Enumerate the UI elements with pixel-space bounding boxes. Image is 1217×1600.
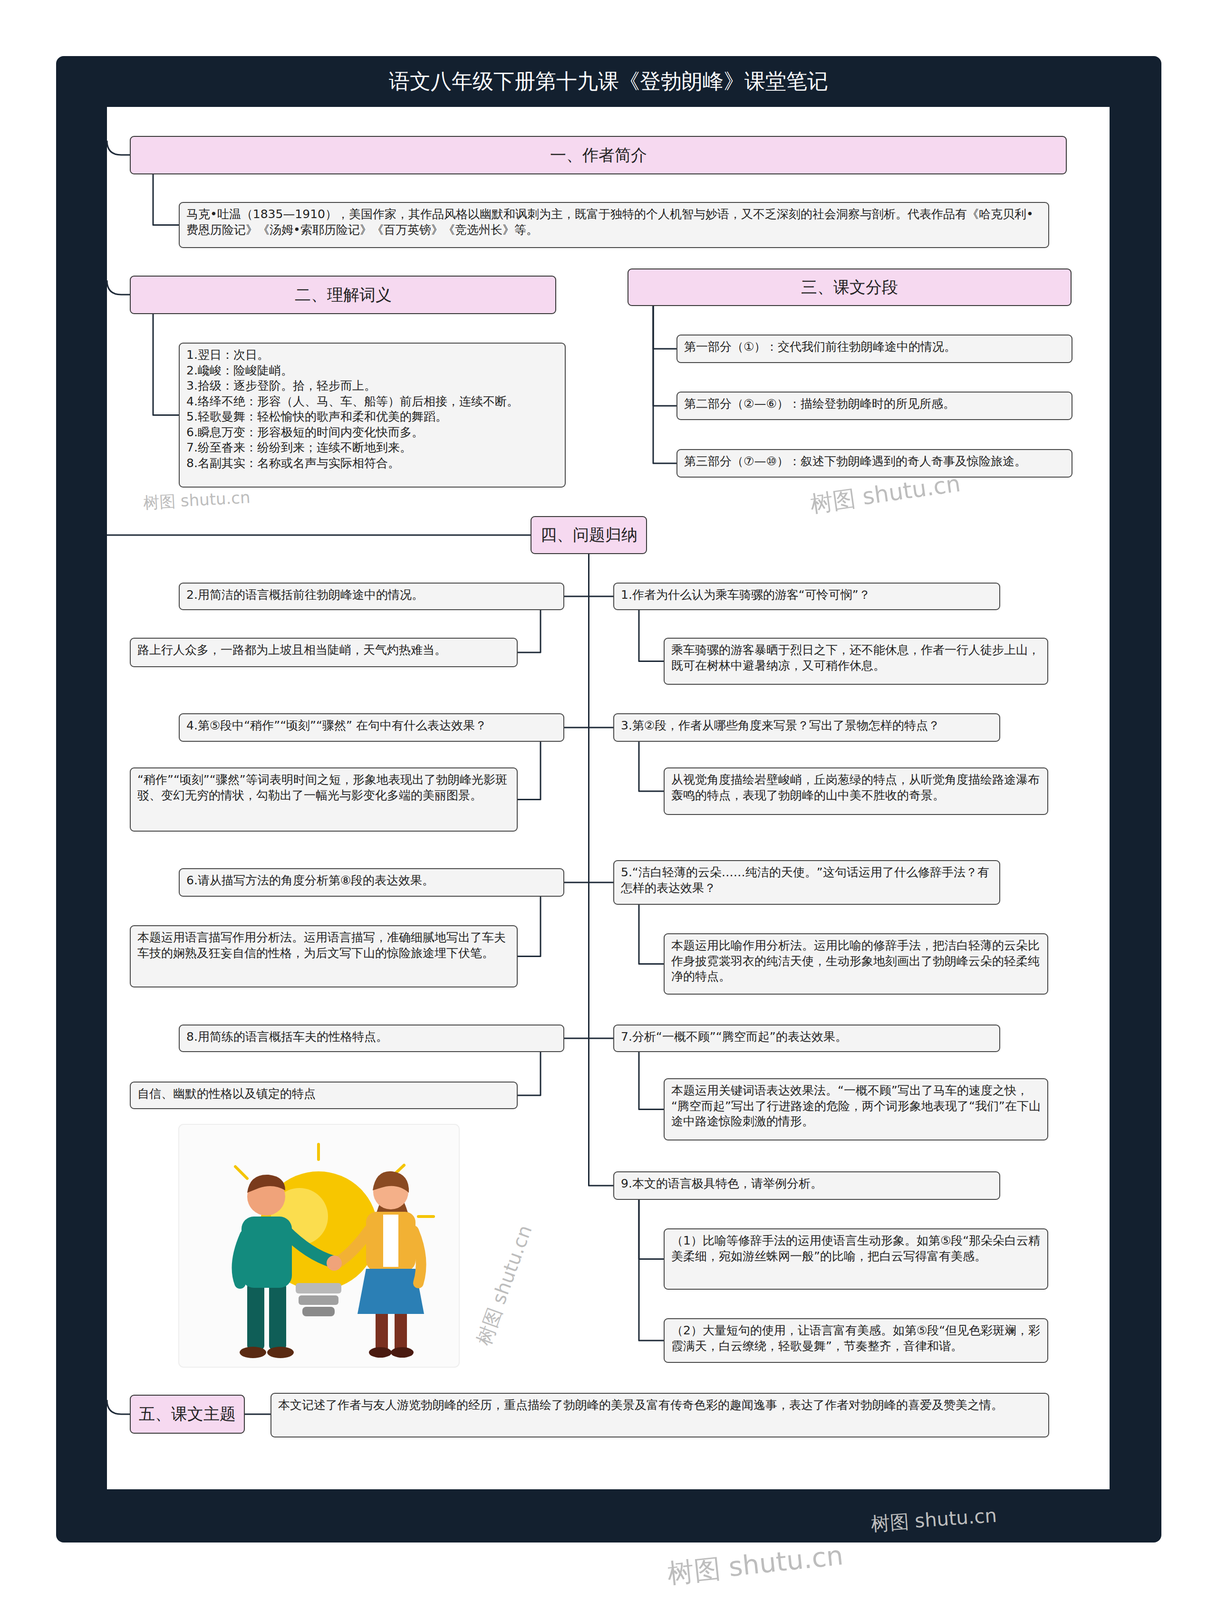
connector <box>638 905 664 965</box>
text-box: 第一部分（①）：交代我们前往勃朗峰途中的情况。 <box>676 334 1073 364</box>
answer-box: 本题运用语言描写作用分析法。运用语言描写，准确细腻地写出了车夫车技的娴熟及狂妄自… <box>129 925 518 988</box>
illustration <box>178 1124 460 1368</box>
answer-box: 乘车骑骡的游客暴晒于烈日之下，还不能休息，作者一行人徒步上山，既可在树林中避暑纳… <box>663 637 1049 686</box>
node-text: 4.络绎不绝：形容（人、马、车、船等）前后相接，连续不断。 <box>186 394 559 410</box>
connector <box>653 306 677 406</box>
node-text: 8.名副其实：名称或名声与实际相符合。 <box>186 455 559 472</box>
question-box: 2.用简洁的语言概括前往勃朗峰途中的情况。 <box>178 582 565 611</box>
node-text: 第二部分（②—⑥）：描绘登勃朗峰时的所见所感。 <box>684 396 1065 413</box>
text-box: 马克•吐温（1835—1910），美国作家，其作品风格以幽默和讽刺为主，既富于独… <box>178 202 1050 249</box>
node-text: 5.轻歌曼舞：轻松愉快的歌声和柔和优美的舞蹈。 <box>186 409 559 425</box>
section-header: 三、课文分段 <box>627 268 1072 307</box>
node-text: 一、作者简介 <box>550 144 648 167</box>
connector <box>589 554 614 883</box>
connector <box>564 554 590 728</box>
section-header: 五、课文主题 <box>129 1395 245 1435</box>
text-box: 第二部分（②—⑥）：描绘登勃朗峰时的所见所感。 <box>676 391 1073 421</box>
connector <box>517 742 541 801</box>
watermark: 树图 shutu.cn <box>665 1538 845 1593</box>
question-box: 6.请从描写方法的角度分析第⑧段的表达效果。 <box>178 868 565 898</box>
question-box: 7.分析“一概不顾”“腾空而起”的表达效果。 <box>613 1024 1001 1053</box>
node-text: 三、课文分段 <box>801 276 899 299</box>
node-text: 1.作者为什么认为乘车骑骡的游客“可怜可悯”？ <box>620 587 993 604</box>
node-text: 7.纷至沓来：纷纷到来；连续不断地到来。 <box>186 440 559 456</box>
connector <box>638 610 664 662</box>
answer-box: 本题运用比喻作用分析法。运用比喻的修辞手法，把洁白轻薄的云朵比作身披霓裳羽衣的纯… <box>663 933 1049 995</box>
node-text: 马克•吐温（1835—1910），美国作家，其作品风格以幽默和讽刺为主，既富于独… <box>186 206 1042 238</box>
node-text: 6.请从描写方法的角度分析第⑧段的表达效果。 <box>186 873 557 889</box>
connector <box>589 554 614 1187</box>
answer-box: 自信、幽默的性格以及镇定的特点 <box>129 1081 518 1110</box>
node-text: 四、问题归纳 <box>540 524 638 547</box>
node-text: 路上行人众多，一路都为上坡且相当陡峭，天气灼热难当。 <box>137 642 511 659</box>
connector <box>638 1200 664 1260</box>
text-box: 1.翌日：次日。2.巉峻：险峻陡峭。3.拾级：逐步登阶。拾，轻步而上。4.络绎不… <box>178 342 566 488</box>
connector <box>653 306 677 464</box>
connector <box>638 1200 664 1342</box>
question-box: 4.第⑤段中“稍作”“顷刻”“骤然” 在句中有什么表达效果？ <box>178 713 565 743</box>
answer-box: （2）大量短句的使用，让语言富有美感。如第⑤段“但见色彩斑斓，彩霞满天，白云缭绕… <box>663 1318 1049 1364</box>
node-text: 2.巉峻：险峻陡峭。 <box>186 363 559 379</box>
node-text: 第一部分（①）：交代我们前往勃朗峰途中的情况。 <box>684 339 1065 356</box>
node-text: （2）大量短句的使用，让语言富有美感。如第⑤段“但见色彩斑斓，彩霞满天，白云缭绕… <box>671 1323 1041 1355</box>
node-text: 1.翌日：次日。 <box>186 347 559 364</box>
connector <box>638 742 664 792</box>
frame <box>56 56 1162 1544</box>
connector <box>517 1052 541 1096</box>
node-text: 6.瞬息万变：形容极短的时间内变化快而多。 <box>186 424 559 441</box>
question-box: 8.用简练的语言概括车夫的性格特点。 <box>178 1024 565 1053</box>
node-text: “稍作”“顷刻”“骤然”等词表明时间之短，形象地表现出了勃朗峰光影斑驳、变幻无穷… <box>137 772 511 804</box>
section-header: 二、理解词义 <box>129 275 557 315</box>
node-text: 本题运用比喻作用分析法。运用比喻的修辞手法，把洁白轻薄的云朵比作身披霓裳羽衣的纯… <box>671 938 1041 986</box>
spine-stubs <box>106 140 531 1415</box>
node-text: 二、理解词义 <box>294 284 392 307</box>
node-text: 8.用简练的语言概括车夫的性格特点。 <box>186 1029 557 1046</box>
answer-box: （1）比喻等修辞手法的运用使语言生动形象。如第⑤段“那朵朵白云精美柔细，宛如游丝… <box>663 1228 1049 1291</box>
connector <box>244 1414 271 1416</box>
answer-box: 路上行人众多，一路都为上坡且相当陡峭，天气灼热难当。 <box>129 637 518 668</box>
node-text: 本题运用语言描写作用分析法。运用语言描写，准确细腻地写出了车夫车技的娴熟及狂妄自… <box>137 930 511 962</box>
connector <box>564 554 590 883</box>
node-text: 2.用简洁的语言概括前往勃朗峰途中的情况。 <box>186 587 557 604</box>
connector <box>517 610 541 653</box>
question-box: 9.本文的语言极具特色，请举例分析。 <box>613 1171 1001 1201</box>
connector <box>564 554 590 597</box>
node-text: 本文记述了作者与友人游览勃朗峰的经历，重点描绘了勃朗峰的美景及富有传奇色彩的趣闻… <box>278 1398 1042 1414</box>
question-box: 3.第②段，作者从哪些角度来写景？写出了景物怎样的特点？ <box>613 713 1001 743</box>
connector <box>589 554 614 597</box>
node-text: 从视觉角度描绘岩壁峻峭，丘岗葱绿的特点，从听觉角度描绘路途瀑布轰鸣的特点，表现了… <box>671 772 1041 804</box>
node-text: 5.“洁白轻薄的云朵……纯洁的天使。”这句话运用了什么修辞手法？有怎样的表达效果… <box>620 865 993 897</box>
page-title: 语文八年级下册第十九课《登勃朗峰》课堂笔记 <box>0 67 1217 96</box>
connector <box>153 174 179 226</box>
node-text: 乘车骑骡的游客暴晒于烈日之下，还不能休息，作者一行人徒步上山，既可在树林中避暑纳… <box>671 642 1041 674</box>
connector <box>517 897 541 957</box>
text-box: 本文记述了作者与友人游览勃朗峰的经历，重点描绘了勃朗峰的美景及富有传奇色彩的趣闻… <box>270 1393 1050 1439</box>
text-box: 第三部分（⑦—⑩）：叙述下勃朗峰遇到的奇人奇事及惊险旅途。 <box>676 449 1073 478</box>
connector <box>653 306 677 349</box>
node-text: 4.第⑤段中“稍作”“顷刻”“骤然” 在句中有什么表达效果？ <box>186 718 557 735</box>
question-box: 1.作者为什么认为乘车骑骡的游客“可怜可悯”？ <box>613 582 1001 611</box>
connector <box>638 1052 664 1111</box>
connector <box>589 554 614 1039</box>
answer-box: “稍作”“顷刻”“骤然”等词表明时间之短，形象地表现出了勃朗峰光影斑驳、变幻无穷… <box>129 767 518 832</box>
node-text: 9.本文的语言极具特色，请举例分析。 <box>620 1176 993 1193</box>
connector <box>589 554 614 728</box>
node-text: 7.分析“一概不顾”“腾空而起”的表达效果。 <box>620 1029 993 1046</box>
section-header: 一、作者简介 <box>129 135 1067 175</box>
panel <box>106 106 1110 1490</box>
section-header: 四、问题归纳 <box>530 516 648 555</box>
answer-box: 本题运用关键词语表达效果法。“一概不顾”写出了马车的速度之快，“腾空而起”写出了… <box>663 1078 1049 1141</box>
answer-box: 从视觉角度描绘岩壁峻峭，丘岗葱绿的特点，从听觉角度描绘路途瀑布轰鸣的特点，表现了… <box>663 767 1049 816</box>
node-text: 自信、幽默的性格以及镇定的特点 <box>137 1086 511 1103</box>
node-text: （1）比喻等修辞手法的运用使语言生动形象。如第⑤段“那朵朵白云精美柔细，宛如游丝… <box>671 1233 1041 1265</box>
question-box: 5.“洁白轻薄的云朵……纯洁的天使。”这句话运用了什么修辞手法？有怎样的表达效果… <box>613 860 1001 906</box>
node-text: 3.拾级：逐步登阶。拾，轻步而上。 <box>186 378 559 395</box>
node-text: 第三部分（⑦—⑩）：叙述下勃朗峰遇到的奇人奇事及惊险旅途。 <box>684 453 1065 470</box>
connector <box>564 554 590 1039</box>
node-text: 五、课文主题 <box>138 1403 236 1426</box>
node-text: 3.第②段，作者从哪些角度来写景？写出了景物怎样的特点？ <box>620 718 993 735</box>
node-text: 本题运用关键词语表达效果法。“一概不顾”写出了马车的速度之快，“腾空而起”写出了… <box>671 1083 1041 1131</box>
connector <box>153 314 179 416</box>
